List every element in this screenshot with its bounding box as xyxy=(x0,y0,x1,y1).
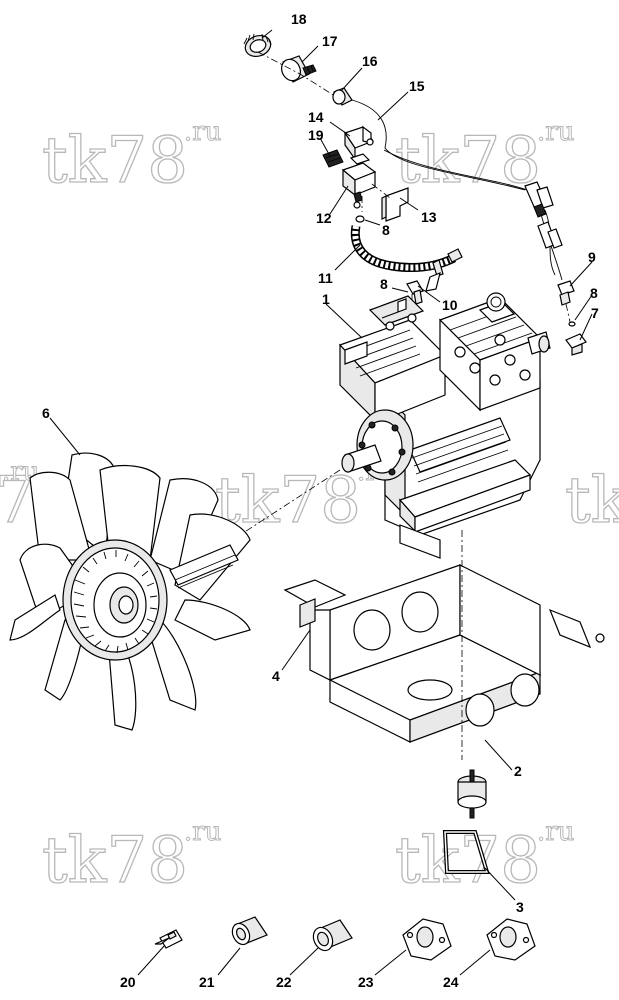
watermark-6-sup: .ru xyxy=(184,817,221,847)
callout-12: 12 xyxy=(316,210,332,226)
callout-20: 20 xyxy=(120,974,136,990)
part-14-connector xyxy=(344,125,374,161)
callout-18: 18 xyxy=(291,11,307,27)
callout-16: 16 xyxy=(362,53,378,69)
watermark-6: tk78 xyxy=(42,824,188,898)
part-17-switch xyxy=(281,55,317,83)
part-8-oring-right xyxy=(568,321,576,327)
watermark-group: tk78 .ru tk78 .ru tk78 .ru tk78 .ru tk78… xyxy=(0,117,619,899)
mounting-bracket-icon xyxy=(283,524,605,760)
callout-14: 14 xyxy=(308,109,324,125)
callout-13: 13 xyxy=(421,209,437,225)
watermark-7-sup: .ru xyxy=(537,817,574,847)
watermark-7: tk78 xyxy=(395,824,541,898)
part-13-bracket xyxy=(381,187,409,222)
watermark-5: tk78 xyxy=(565,464,619,538)
callout-8-right: 8 xyxy=(590,285,598,301)
callout-4: 4 xyxy=(272,668,280,684)
callout-22: 22 xyxy=(276,974,292,990)
part-23-flange xyxy=(402,918,452,961)
callout-19: 19 xyxy=(308,127,324,143)
callout-8-mid: 8 xyxy=(380,276,388,292)
callout-labels: 18 17 16 15 14 19 12 13 8 11 8 10 9 8 7 … xyxy=(42,11,599,990)
callout-15: 15 xyxy=(409,78,425,94)
part-21-bushing xyxy=(231,916,268,946)
part-10-fitting xyxy=(406,280,424,310)
fan-icon xyxy=(9,452,251,731)
callout-6: 6 xyxy=(42,405,50,421)
part-isolator xyxy=(457,769,487,819)
part-7-elbow xyxy=(565,333,587,356)
part-24-flange xyxy=(486,918,536,961)
callout-10: 10 xyxy=(442,297,458,313)
callout-11: 11 xyxy=(318,270,333,286)
watermark-2-sup: .ru xyxy=(537,117,574,147)
leader-lines xyxy=(49,29,593,976)
callout-3: 3 xyxy=(516,899,524,915)
part-15-harness xyxy=(351,99,563,281)
part-12-switch-block xyxy=(341,153,377,209)
part-11-hose xyxy=(350,225,463,292)
switch-assembly xyxy=(243,33,563,281)
part-8-oring-top xyxy=(355,215,365,223)
watermark-4: tk78 xyxy=(215,464,361,538)
part-19-seal xyxy=(322,149,344,168)
part-20-bolt xyxy=(154,929,183,949)
callout-9: 9 xyxy=(588,249,596,265)
watermark-2: tk78 xyxy=(395,124,541,198)
part-18-cap xyxy=(243,33,272,57)
part-9-switch xyxy=(557,280,575,323)
callout-8-top: 8 xyxy=(382,222,390,238)
callout-1: 1 xyxy=(322,291,330,307)
part-16-nut xyxy=(332,87,353,106)
part-22-bushing xyxy=(312,919,353,952)
watermark-1-sup: .ru xyxy=(184,117,221,147)
callout-21: 21 xyxy=(199,974,215,990)
compressor-icon xyxy=(239,292,551,536)
callout-2: 2 xyxy=(514,763,522,779)
callout-7: 7 xyxy=(591,305,599,321)
part-3-clip xyxy=(442,830,490,874)
callout-17: 17 xyxy=(322,33,338,49)
callout-24: 24 xyxy=(443,974,459,990)
callout-23: 23 xyxy=(358,974,374,990)
watermark-1: tk78 xyxy=(42,124,188,198)
